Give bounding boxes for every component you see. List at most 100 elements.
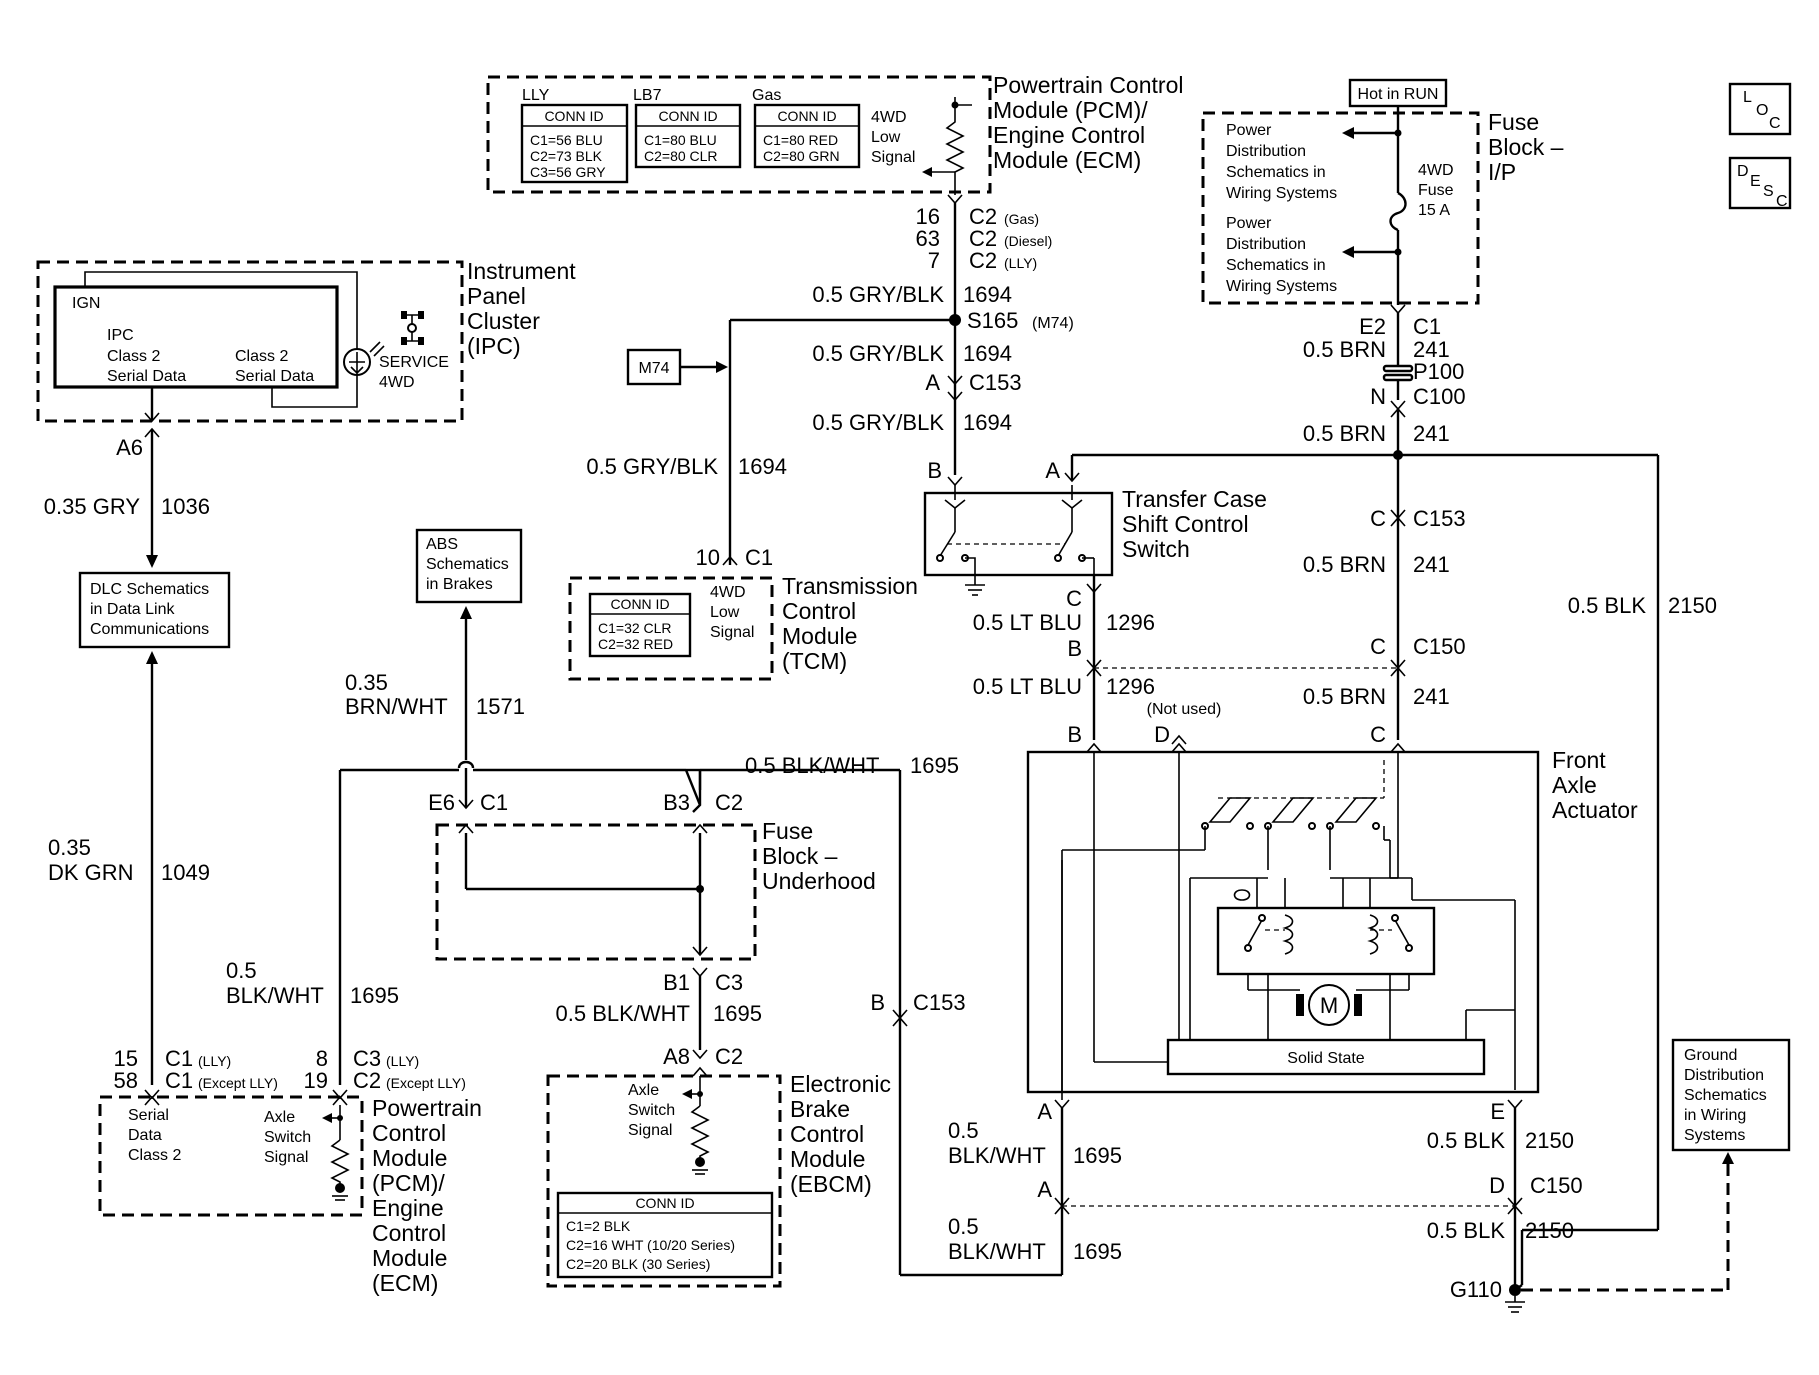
ipc-service-1: SERVICE <box>379 354 449 371</box>
c1695-top-label: 1695 <box>910 753 959 778</box>
svg-text:Schematics: Schematics <box>426 556 509 573</box>
tcs-pin-b: B <box>927 458 942 483</box>
ipc-title-3: Cluster <box>467 308 540 334</box>
ebcm-signal-1: Axle <box>628 1082 659 1099</box>
actuator-pin-b: B <box>1067 722 1082 747</box>
ipc-title-4: (IPC) <box>467 333 521 359</box>
transfer-case-switch: B A Transfer Case Shift Control Switch <box>923 458 1267 596</box>
uh-c1: C1 <box>480 790 508 815</box>
brn-label-1: 0.5 BRN <box>1303 337 1386 362</box>
lly-line-3: C3=56 GRY <box>530 164 606 180</box>
c150-pin-d: D <box>1489 1173 1505 1198</box>
pcm-b-title-2: Control <box>372 1120 446 1146</box>
lb7-conn-id: CONN ID <box>658 108 717 124</box>
tcs-pin-a: A <box>1045 458 1060 483</box>
front-axle-actuator: Front Axle Actuator <box>1026 747 1638 1100</box>
lly-conn-id: CONN ID <box>544 108 603 124</box>
pcm-b-title-7: Module <box>372 1245 447 1271</box>
s165-label: S165 <box>967 308 1018 333</box>
blk-label-3: 0.5 BLK <box>1427 1218 1506 1243</box>
lt-blu-label-1: 0.5 LT BLU <box>973 610 1082 635</box>
tcm-signal-2: Low <box>710 604 740 621</box>
c241-label-4: 241 <box>1413 684 1450 709</box>
dk-grn-label-2: DK GRN <box>48 860 134 885</box>
pcm-top-title-3: Engine Control <box>993 122 1145 148</box>
ebcm-title-2: Brake <box>790 1096 850 1122</box>
c150-pin-b: B <box>1067 636 1082 661</box>
tcs-title-3: Switch <box>1122 536 1190 562</box>
pcm-top-title-1: Powertrain Control <box>993 72 1183 98</box>
circuit-1571: 0.35 BRN/WHT 1571 <box>345 606 525 810</box>
circuit-1694-label-1: 1694 <box>963 282 1012 307</box>
blk-wht-mid-label: 0.5 BLK/WHT <box>556 1001 690 1026</box>
c150-right-pin: C <box>1370 634 1386 659</box>
tcm-line-2: C2=32 RED <box>598 636 673 652</box>
pcm-pin-16: 16 <box>916 204 940 229</box>
pcm-b-except-lly: (Except LLY) <box>198 1075 278 1091</box>
c2150-label-3: 2150 <box>1525 1218 1574 1243</box>
lly-conn-box <box>520 103 629 184</box>
pcm-top-title-2: Module (PCM)/ <box>993 97 1148 123</box>
ebcm-c2: C2 <box>715 1044 743 1069</box>
c150-label-top: C150 <box>1413 634 1466 659</box>
pcm-b-pin-58: 58 <box>114 1068 138 1093</box>
n-pin: N <box>1370 384 1386 409</box>
ipc-service-2: 4WD <box>379 374 415 391</box>
gry-1036-label: 0.35 GRY <box>44 494 141 519</box>
loc-icon[interactable]: L O C <box>1728 82 1792 136</box>
actuator-pin-a: A <box>1037 1099 1052 1124</box>
actuator-pin-e: E <box>1490 1099 1505 1124</box>
pcm-top-signal-3: Signal <box>871 149 915 166</box>
c1695-mid-label: 1695 <box>713 1001 762 1026</box>
fuse-label-2: Fuse <box>1418 182 1454 199</box>
desc-icon[interactable]: D E S C <box>1728 156 1792 210</box>
svg-text:C: C <box>1776 193 1788 210</box>
tcm-circuit-label: 1694 <box>738 454 787 479</box>
ebcm-signal-2: Switch <box>628 1102 675 1119</box>
c1296-label-2: 1296 <box>1106 674 1155 699</box>
fuse-label-3: 15 A <box>1418 202 1450 219</box>
c2150-label-1: 2150 <box>1668 593 1717 618</box>
circuit-1694-label-3: 1694 <box>963 410 1012 435</box>
svg-text:S: S <box>1763 183 1774 200</box>
circuit-1049-label: 1049 <box>161 860 210 885</box>
motor-icon <box>1308 984 1350 1026</box>
pcm-b-lly-2: (LLY) <box>386 1053 419 1069</box>
ebcm-title-5: (EBCM) <box>790 1171 872 1197</box>
c241-label-1: 241 <box>1413 337 1450 362</box>
c153-right-label: C153 <box>1413 506 1466 531</box>
svg-text:Schematics: Schematics <box>1684 1087 1767 1104</box>
ipc-pin-a6: A6 <box>116 435 143 460</box>
pcm-b-c1-lly: C1 <box>165 1046 193 1071</box>
svg-text:C: C <box>1769 115 1781 132</box>
m74-reference[interactable]: M74 <box>626 348 728 386</box>
ipc-left-2: Class 2 <box>107 348 160 365</box>
pcm-top-signal-2: Low <box>871 129 901 146</box>
tcm-title-1: Transmission <box>782 573 918 599</box>
ebcm-line-3: C2=20 BLK (30 Series) <box>566 1256 710 1272</box>
gas-line-1: C1=80 RED <box>763 132 838 148</box>
blk-wht-right-2: BLK/WHT <box>948 1143 1046 1168</box>
abs-reference[interactable]: ABS Schematics in Brakes <box>415 528 523 604</box>
pcm-b-pin-19: 19 <box>304 1068 328 1093</box>
pcm-b-title-1: Powertrain <box>372 1095 482 1121</box>
c150-label-bottom: C150 <box>1530 1173 1583 1198</box>
pd2-line-3: Schematics in <box>1226 257 1326 274</box>
c241-label-3: 241 <box>1413 552 1450 577</box>
gry-blk-label-1: 0.5 GRY/BLK <box>812 282 944 307</box>
lly-label: LLY <box>522 87 550 104</box>
solid-state-box <box>1166 1038 1486 1076</box>
pcm-pin-63: 63 <box>916 226 940 251</box>
svg-text:DLC Schematics: DLC Schematics <box>90 581 209 598</box>
circuit-1694: 0.5 GRY/BLK 1694 S165 (M74) 0.5 GRY/BLK … <box>586 203 1074 566</box>
pcm-top-title-4: Module (ECM) <box>993 147 1141 173</box>
pcm-b-title-5: Engine <box>372 1195 444 1221</box>
ebcm-module: A8 C2 Axle Switch Signal CONN ID C1=2 BL… <box>546 1044 891 1288</box>
brn-label-3: 0.5 BRN <box>1303 552 1386 577</box>
pcm-b-c1-except: C1 <box>165 1068 193 1093</box>
hot-in-run-label: Hot in RUN <box>1358 86 1439 103</box>
dlc-reference[interactable]: DLC Schematics in Data Link Communicatio… <box>78 571 231 649</box>
uh-b3: B3 <box>663 790 690 815</box>
tcm-conn-c1: C1 <box>745 545 773 570</box>
ground-distribution-reference[interactable]: Ground Distribution Schematics in Wiring… <box>1671 1038 1791 1152</box>
